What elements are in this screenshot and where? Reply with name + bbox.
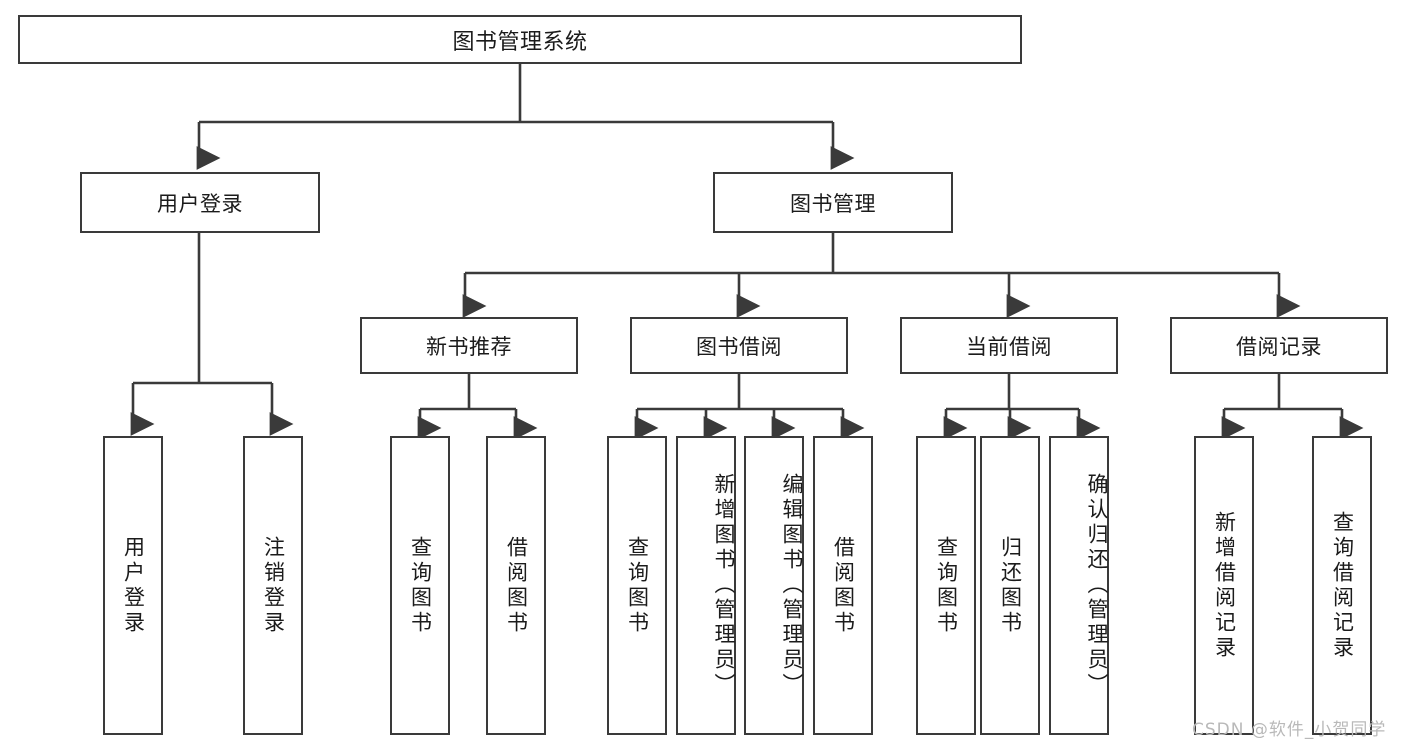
node-leaf-query-book-3[interactable]: 查询图书 (916, 436, 976, 735)
node-leaf-query-book-1-label: 查询图书 (408, 535, 433, 636)
node-leaf-edit-book-admin-label: 编辑图书（管理员） (780, 473, 804, 698)
node-leaf-logout-login[interactable]: 注销登录 (243, 436, 303, 735)
node-new-book-recommend-label: 新书推荐 (426, 334, 512, 359)
node-leaf-confirm-return-admin-label: 确认归还（管理员） (1085, 473, 1109, 698)
node-leaf-borrow-book-1-label: 借阅图书 (504, 535, 529, 636)
node-leaf-query-book-3-label: 查询图书 (934, 535, 959, 636)
node-book-borrow[interactable]: 图书借阅 (630, 317, 848, 374)
node-leaf-add-borrow-record[interactable]: 新增借阅记录 (1194, 436, 1254, 735)
node-current-borrow-label: 当前借阅 (966, 334, 1052, 359)
node-leaf-user-login[interactable]: 用户登录 (103, 436, 163, 735)
node-user-login-label: 用户登录 (157, 191, 243, 216)
node-root-label: 图书管理系统 (452, 29, 588, 55)
node-leaf-query-book-2-label: 查询图书 (625, 535, 650, 636)
node-leaf-query-borrow-record-label: 查询借阅记录 (1330, 510, 1355, 661)
node-book-borrow-label: 图书借阅 (696, 334, 782, 359)
node-leaf-add-book-admin-label: 新增图书（管理员） (712, 473, 736, 698)
node-leaf-query-book-2[interactable]: 查询图书 (607, 436, 667, 735)
node-leaf-return-book-label: 归还图书 (998, 535, 1023, 636)
node-borrow-record-label: 借阅记录 (1236, 334, 1322, 359)
node-leaf-borrow-book-2[interactable]: 借阅图书 (813, 436, 873, 735)
node-borrow-record[interactable]: 借阅记录 (1170, 317, 1388, 374)
node-leaf-add-borrow-record-label: 新增借阅记录 (1212, 510, 1237, 661)
node-leaf-logout-login-label: 注销登录 (261, 535, 286, 636)
csdn-watermark: CSDN @软件_小贺同学 (1192, 720, 1387, 740)
node-leaf-borrow-book-2-label: 借阅图书 (831, 535, 856, 636)
node-current-borrow[interactable]: 当前借阅 (900, 317, 1118, 374)
node-leaf-query-book-1[interactable]: 查询图书 (390, 436, 450, 735)
node-leaf-add-book-admin[interactable]: 新增图书（管理员） (676, 436, 736, 735)
node-leaf-query-borrow-record[interactable]: 查询借阅记录 (1312, 436, 1372, 735)
node-user-login[interactable]: 用户登录 (80, 172, 320, 233)
node-leaf-return-book[interactable]: 归还图书 (980, 436, 1040, 735)
node-book-manage-label: 图书管理 (790, 191, 876, 216)
node-leaf-confirm-return-admin[interactable]: 确认归还（管理员） (1049, 436, 1109, 735)
node-book-manage[interactable]: 图书管理 (713, 172, 953, 233)
node-root[interactable]: 图书管理系统 (18, 15, 1022, 64)
node-leaf-borrow-book-1[interactable]: 借阅图书 (486, 436, 546, 735)
node-leaf-user-login-label: 用户登录 (121, 535, 146, 636)
node-new-book-recommend[interactable]: 新书推荐 (360, 317, 578, 374)
node-leaf-edit-book-admin[interactable]: 编辑图书（管理员） (744, 436, 804, 735)
